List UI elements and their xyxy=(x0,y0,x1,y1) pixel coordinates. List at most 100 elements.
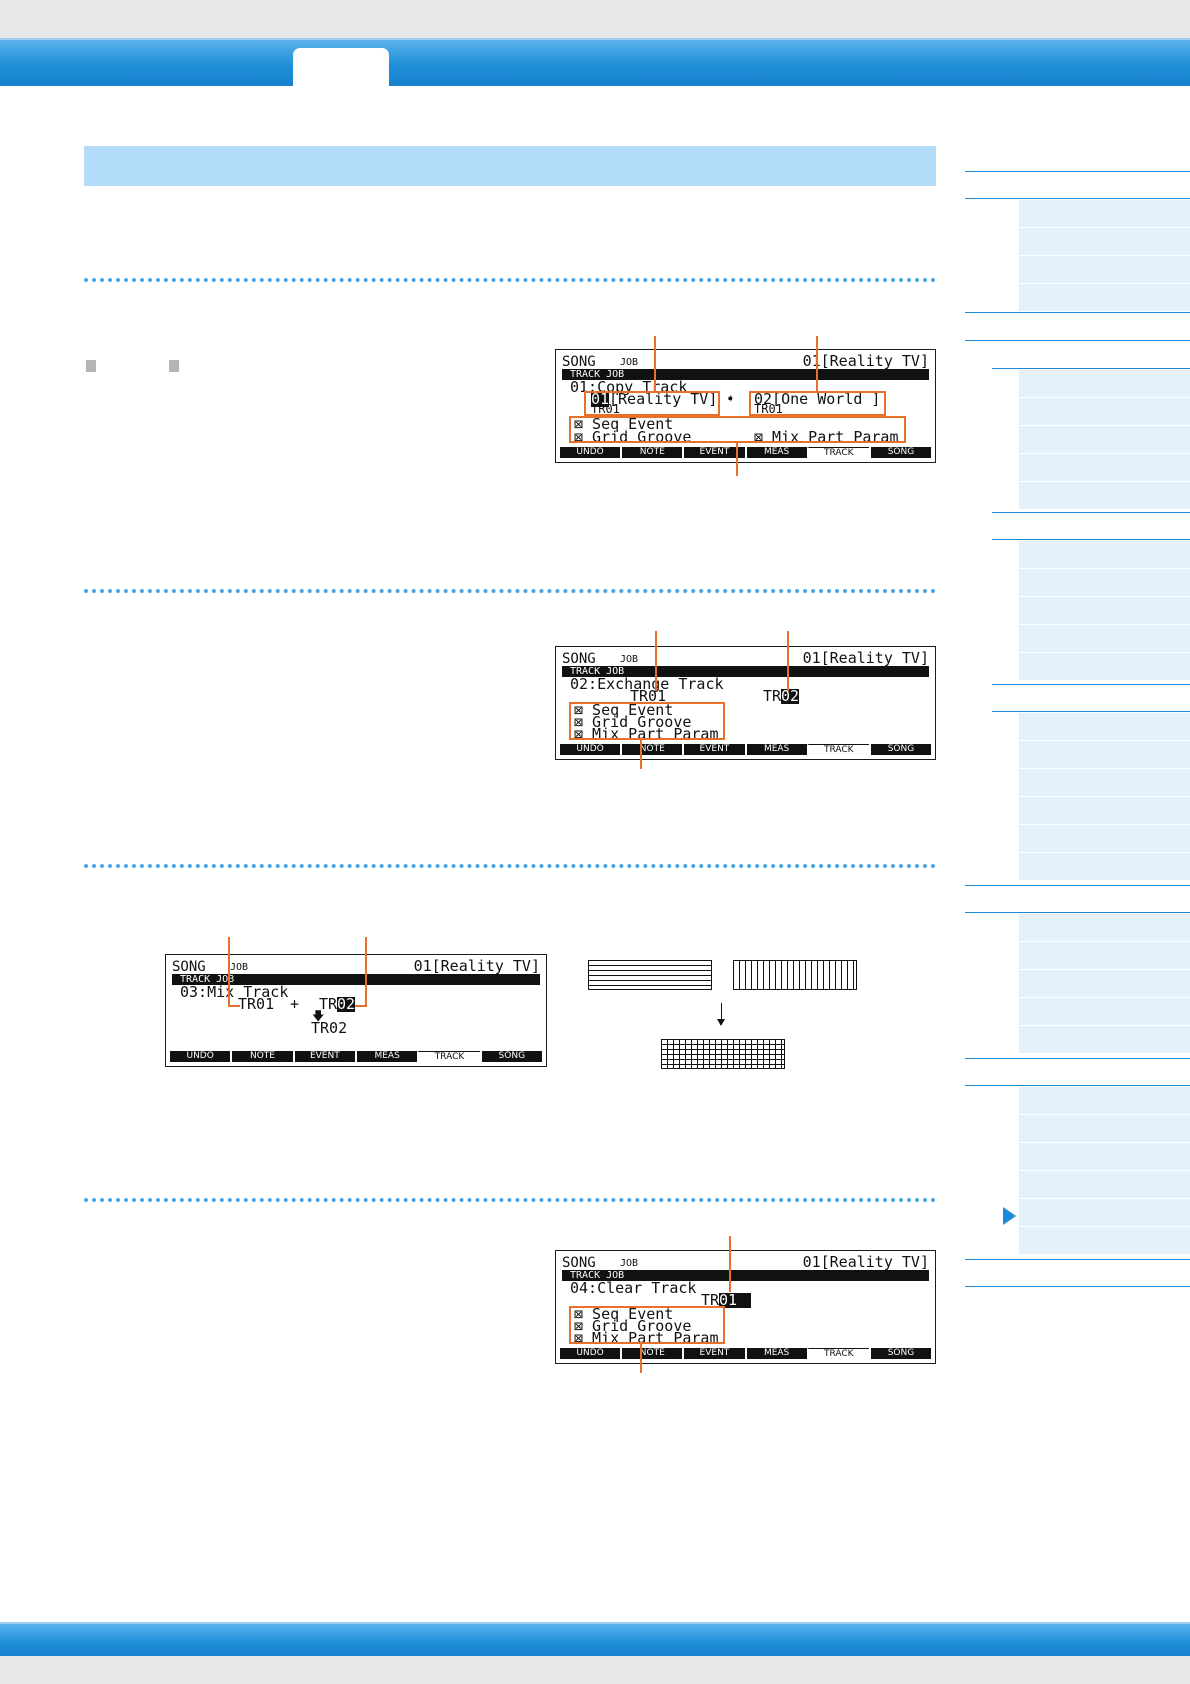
nav-item[interactable] xyxy=(1019,1114,1190,1142)
nav-item[interactable] xyxy=(1019,227,1190,255)
nav-item[interactable] xyxy=(1019,1226,1190,1254)
nav-item[interactable] xyxy=(1019,997,1190,1025)
nav-divider xyxy=(965,171,1190,172)
callout-box xyxy=(749,391,886,416)
source-song-number[interactable]: 01 xyxy=(591,390,610,408)
subtitle-label: TRACK JOB xyxy=(180,974,235,985)
track-button[interactable]: TRACK xyxy=(806,447,869,458)
nav-item[interactable] xyxy=(1019,824,1190,852)
nav-item[interactable] xyxy=(1019,283,1190,311)
job-label: JOB xyxy=(620,357,639,368)
nav-item[interactable] xyxy=(1019,425,1190,453)
source-song-name: [Reality TV] xyxy=(609,390,718,408)
nav-item[interactable] xyxy=(1019,1025,1190,1053)
event-button[interactable]: EVENT xyxy=(682,1348,745,1359)
nav-item[interactable] xyxy=(1019,913,1190,941)
destination-song[interactable]: 02[One World ] xyxy=(754,390,881,408)
nav-item[interactable] xyxy=(1019,712,1190,740)
header-bar xyxy=(0,38,1190,86)
callout-line xyxy=(640,1343,642,1373)
seq-event-checkbox[interactable]: ⊠ Seq Event xyxy=(574,415,674,433)
nav-item[interactable] xyxy=(1019,796,1190,824)
seq-event-checkbox[interactable]: ⊠ Seq Event xyxy=(574,701,674,719)
source-track[interactable]: TR01 xyxy=(591,402,620,416)
mix-part-param-checkbox[interactable]: ⊠ Mix Part Param xyxy=(574,1329,719,1347)
nav-item[interactable] xyxy=(1019,397,1190,425)
nav-divider xyxy=(992,711,1190,712)
nav-item[interactable] xyxy=(1019,1086,1190,1114)
nav-item[interactable] xyxy=(1019,624,1190,652)
track-a[interactable]: TR01 xyxy=(238,995,275,1013)
meas-button[interactable]: MEAS xyxy=(744,744,807,755)
nav-item[interactable] xyxy=(1019,255,1190,283)
event-button[interactable]: EVENT xyxy=(682,447,745,458)
nav-item[interactable] xyxy=(1019,596,1190,624)
event-button[interactable]: EVENT xyxy=(682,744,745,755)
song-title: 01[Reality TV] xyxy=(413,957,540,975)
callout-box xyxy=(584,391,720,416)
nav-divider xyxy=(992,539,1190,540)
plus-sign: + xyxy=(290,995,300,1013)
nav-item[interactable] xyxy=(1019,969,1190,997)
note-button[interactable]: NOTE xyxy=(620,1348,683,1359)
merge-arrow-icon xyxy=(717,1003,725,1026)
copy-track-screen: SONG JOB 01[Reality TV] TRACK JOB 01:Cop… xyxy=(555,349,936,463)
destination-track[interactable]: TR01 xyxy=(754,402,783,416)
bottom-margin xyxy=(0,1656,1190,1684)
nav-item[interactable] xyxy=(1019,453,1190,481)
song-button[interactable]: SONG xyxy=(479,1051,542,1062)
callout-line xyxy=(654,336,656,392)
nav-divider xyxy=(965,912,1190,913)
nav-item-current[interactable] xyxy=(1019,1198,1190,1226)
nav-item[interactable] xyxy=(1019,568,1190,596)
track-value[interactable]: 01 xyxy=(719,1293,752,1308)
header-tab[interactable] xyxy=(293,48,389,88)
track-b-value[interactable]: 02 xyxy=(337,995,356,1013)
mix-part-param-checkbox[interactable]: ⊠ Mix Part Param xyxy=(574,725,719,743)
nav-item[interactable] xyxy=(1019,768,1190,796)
callout-line xyxy=(228,937,230,1007)
meas-button[interactable]: MEAS xyxy=(744,1348,807,1359)
track-button[interactable]: TRACK xyxy=(806,1348,869,1359)
callout-line xyxy=(816,336,818,392)
song-button[interactable]: SONG xyxy=(868,744,932,755)
undo-button[interactable]: UNDO xyxy=(560,744,621,755)
nav-divider xyxy=(965,312,1190,313)
meas-button[interactable]: MEAS xyxy=(744,447,807,458)
meas-button[interactable]: MEAS xyxy=(354,1051,418,1062)
nav-item[interactable] xyxy=(1019,941,1190,969)
nav-item[interactable] xyxy=(1019,199,1190,227)
note-button[interactable]: NOTE xyxy=(620,447,683,458)
nav-item[interactable] xyxy=(1019,1142,1190,1170)
track-b-value[interactable]: 02 xyxy=(781,687,800,705)
undo-button[interactable]: UNDO xyxy=(560,447,621,458)
job-label: JOB xyxy=(620,1258,639,1269)
grid-groove-checkbox[interactable]: ⊠ Grid Groove xyxy=(574,428,692,446)
track-button[interactable]: TRACK xyxy=(806,744,869,755)
nav-item[interactable] xyxy=(1019,481,1190,509)
song-button[interactable]: SONG xyxy=(868,447,932,458)
event-button[interactable]: EVENT xyxy=(292,1051,355,1062)
seq-event-checkbox[interactable]: ⊠ Seq Event xyxy=(574,1305,674,1323)
section-divider xyxy=(84,278,936,282)
nav-item[interactable] xyxy=(1019,852,1190,880)
grid-groove-checkbox[interactable]: ⊠ Grid Groove xyxy=(574,1317,692,1335)
note-button[interactable]: NOTE xyxy=(230,1051,293,1062)
song-button[interactable]: SONG xyxy=(868,1348,932,1359)
nav-item[interactable] xyxy=(1019,1170,1190,1198)
undo-button[interactable]: UNDO xyxy=(560,1348,621,1359)
callout-line xyxy=(736,442,738,476)
nav-item[interactable] xyxy=(1019,369,1190,397)
grid-groove-checkbox[interactable]: ⊠ Grid Groove xyxy=(574,713,692,731)
track-a[interactable]: TR01 xyxy=(630,687,667,705)
undo-button[interactable]: UNDO xyxy=(170,1051,231,1062)
job-name: 04:Clear Track xyxy=(570,1279,697,1297)
nav-divider xyxy=(965,1286,1190,1287)
callout-line xyxy=(228,1005,240,1007)
mix-part-param-checkbox[interactable]: ⊠ Mix Part Param xyxy=(754,428,899,446)
nav-item[interactable] xyxy=(1019,540,1190,568)
nav-item[interactable] xyxy=(1019,652,1190,680)
track-button[interactable]: TRACK xyxy=(417,1051,480,1062)
note-button[interactable]: NOTE xyxy=(620,744,683,755)
nav-item[interactable] xyxy=(1019,740,1190,768)
